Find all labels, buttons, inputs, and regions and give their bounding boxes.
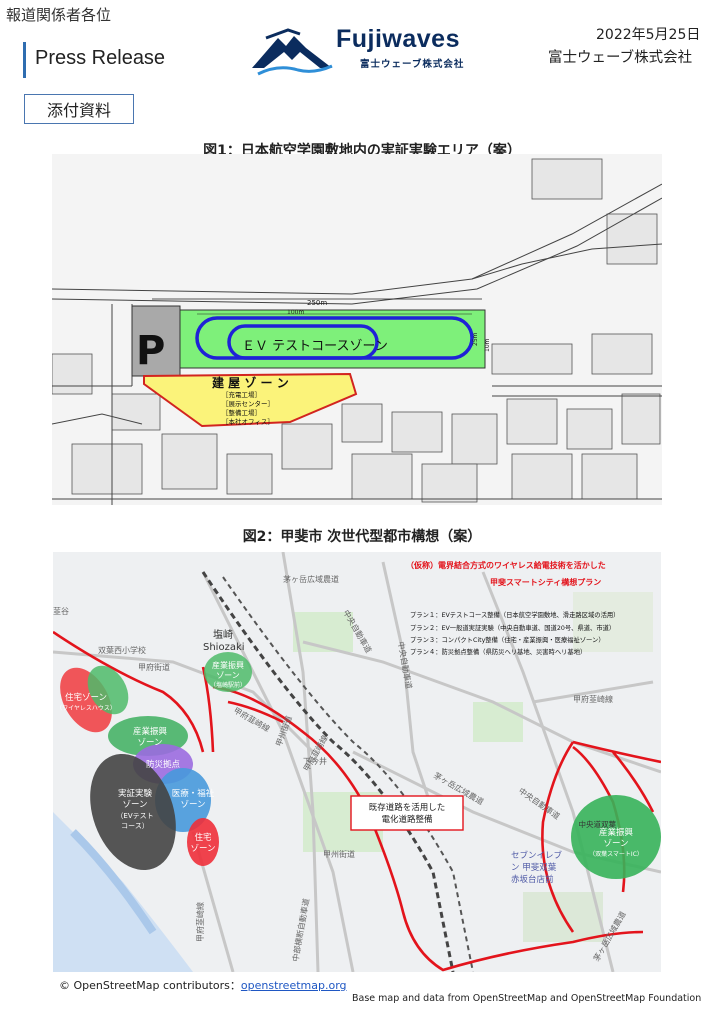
attachment-label: 添付資料 (46, 101, 111, 120)
osm-credit: © OpenStreetMap contributors：openstreetm… (59, 977, 347, 993)
figure1-city-blocks (52, 158, 661, 503)
building-zone-label: 建 屋 ゾ ー ン (211, 375, 289, 390)
map-label: 甲州街道 (323, 849, 355, 859)
addressee: 報道関係者各位 (6, 6, 112, 24)
plan-item: プラン２：EV一般道実証実験（中央自動車道、国道20号、県道、市道） (410, 623, 615, 632)
shiozaki-industry-zone (204, 652, 252, 692)
plan-item: プラン４：防災拠点整備（県防災ヘリ基地、災害時ヘリ基地） (410, 647, 586, 656)
zone-label: （双葉スマートIC） (589, 850, 643, 858)
zone-label: ゾーン (122, 800, 147, 810)
station-label: 塩崎 (213, 628, 233, 641)
figure2-caption: 図2：甲斐市 次世代型都市構想（案） (242, 529, 482, 545)
zone-label: ゾーン (180, 800, 205, 810)
test-zone (90, 753, 176, 871)
zone-label: 医療・福祉 (172, 788, 215, 799)
figure1-site-map: P ＥＶ テストコースゾーン 250m 100m 25m 10m 建 屋 ゾ ー… (52, 154, 662, 505)
residential-zone-2 (187, 818, 219, 866)
poi-label: ン 甲斐双葉 (511, 862, 557, 873)
poi-label: セブンイレブ (511, 850, 563, 861)
release-date: 2022年5月25日 (596, 27, 701, 43)
plan-item: プラン１：EVテストコース整備（日本航空学園敷地、滑走路区域の活用） (410, 610, 619, 619)
road-callout-box (350, 795, 464, 831)
map-label: 下今井 (303, 756, 327, 766)
zone-label: 産業振興 (599, 827, 634, 838)
road-callout-line1: 既存道路を活用した (369, 802, 446, 813)
dimension-25m: 25m (472, 332, 479, 346)
industry-zone-west-top (87, 665, 129, 715)
railway-line-2 (222, 576, 474, 972)
base-map-credit: Base map and data from OpenStreetMap and… (352, 993, 702, 1004)
zone-label: 産業振興 (133, 726, 168, 737)
zone-label: 防災拠点 (146, 759, 181, 770)
east-industry-zone (571, 795, 661, 879)
map-label: 甲府韮崎線 (573, 694, 613, 704)
zone-label: 住宅 (194, 832, 211, 843)
logo-wordmark: Fujiwaves (336, 25, 460, 53)
zone-label: コース） (121, 822, 149, 830)
attachment-label-box: 添付資料 (24, 94, 134, 124)
ic-label: 中央道双葉 (579, 819, 617, 829)
zone-label: （塩崎駅前） (210, 681, 246, 689)
map-label-school: 双葉西小学校 (98, 645, 146, 655)
dimension-250m: 250m (307, 299, 327, 307)
plan-item: プラン３：コンパクトCity整備（住宅・産業振興・医療福祉ゾーン） (410, 635, 605, 644)
inner-track (227, 324, 379, 360)
building-zone (143, 372, 358, 428)
zone-label: ゾーン (603, 839, 628, 849)
osm-link[interactable]: openstreetmap.org (240, 979, 347, 992)
poi-label: 赤坂台店前 (511, 874, 554, 885)
building-item: ［展示センター］ (222, 399, 274, 408)
press-release-title: Press Release (35, 47, 166, 69)
map-label: 甲府韮崎線 (195, 902, 205, 942)
zone-label: （EVテスト (116, 812, 153, 820)
dimension-100m: 100m (287, 309, 304, 316)
zone-label: ゾーン (137, 738, 162, 748)
zone-label: 産業振興 (212, 660, 244, 670)
test-course-label: ＥＶ テストコースゾーン (242, 339, 388, 354)
building-item: ［整備工場］ (222, 408, 261, 417)
station-label-en: Shiozaki (203, 642, 245, 653)
parking-label: P (136, 328, 165, 374)
zone-label: ゾーン (190, 844, 215, 854)
company-name: 富士ウェーブ株式会社 (548, 50, 693, 66)
zone-label: ゾーン (216, 671, 240, 680)
osm-credit-text: © OpenStreetMap contributors： (59, 979, 241, 992)
building-item: ［充電工場］ (222, 390, 261, 399)
plan-title-2: 甲斐スマートシティ構想プラン (490, 577, 601, 587)
map-label: 茅ヶ岳広域農道 (283, 574, 339, 584)
plan-title-1: （仮称）電界結合方式のワイヤレス給電技術を活かした (406, 560, 606, 570)
press-release-accent-bar (23, 42, 26, 78)
fujiwaves-logo-icon (252, 28, 333, 76)
zone-label: （ワイヤレスハウス） (56, 704, 116, 712)
electrified-road-route (53, 630, 661, 972)
road-callout-line2: 電化道路整備 (381, 814, 433, 825)
figure2-city-plan-map: 住宅ゾーン （ワイヤレスハウス） 産業振興 ゾーン 防災拠点 医療・福祉 ゾーン… (53, 552, 661, 972)
building-item: ［本社オフィス］ (222, 417, 274, 426)
railway-line (201, 571, 455, 972)
figure1-roads (52, 183, 662, 505)
dimension-10m: 10m (484, 338, 491, 352)
zone-label: 実証実験 (118, 788, 153, 799)
map-label: 韮谷 (53, 606, 69, 616)
zone-label: 住宅ゾーン (65, 692, 107, 703)
map-label: 甲府街道 (138, 662, 170, 672)
logo-subtitle: 富士ウェーブ株式会社 (360, 59, 465, 70)
